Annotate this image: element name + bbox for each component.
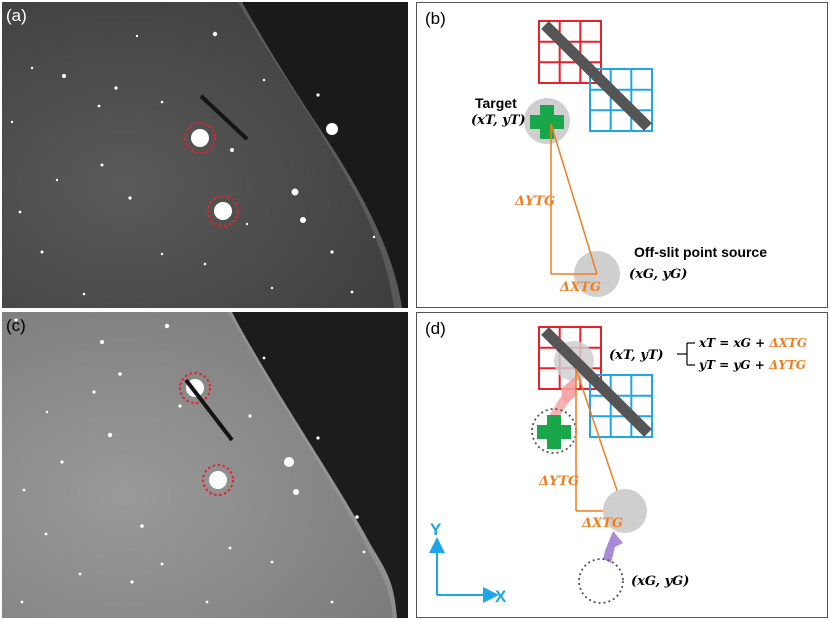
axis-y-label: Y bbox=[430, 520, 442, 539]
source-ring-c bbox=[202, 464, 234, 496]
target-ring-a bbox=[184, 122, 216, 154]
source-star-a bbox=[214, 202, 232, 220]
source-title-b: Off-slit point source bbox=[634, 244, 767, 260]
slit-c bbox=[184, 378, 234, 442]
target-title-b: Target bbox=[475, 95, 517, 111]
target-coords-b: (xT, yT) bbox=[471, 113, 526, 128]
offset-triangle-b bbox=[550, 123, 598, 275]
xy-axes bbox=[429, 537, 499, 603]
source-ring-a bbox=[207, 195, 239, 227]
source-disk-d bbox=[603, 489, 647, 533]
panel-c-photo: (c) bbox=[2, 312, 408, 618]
slit-a bbox=[199, 94, 249, 141]
equation-x: xT = xG + ΔXTG bbox=[698, 336, 807, 350]
panel-d-schematic: (xT, yT) xT = xG + ΔXTG yT = yG + ΔYTG Δ… bbox=[416, 312, 828, 618]
blue-grid bbox=[589, 68, 653, 132]
slit-bar-b bbox=[541, 21, 652, 131]
panel-a-label: (a) bbox=[6, 6, 27, 25]
panel-b-drawing: Target (xT, yT) ΔYTG ΔXTG Off-slit point… bbox=[471, 20, 767, 297]
panel-a-photo: (a) bbox=[2, 2, 408, 308]
panel-d-label: (d) bbox=[425, 319, 446, 338]
target-star-a bbox=[191, 129, 209, 147]
panel-d-drawing: (xT, yT) xT = xG + ΔXTG yT = yG + ΔYTG Δ… bbox=[429, 326, 807, 606]
red-grid bbox=[538, 20, 602, 84]
equation-y: yT = yG + ΔYTG bbox=[698, 358, 806, 372]
panel-b-label: (b) bbox=[425, 9, 446, 28]
source-coords-d: (xG, yG) bbox=[631, 574, 689, 589]
panel-a-starfield bbox=[2, 2, 408, 308]
blue-grid-d bbox=[589, 374, 653, 438]
bright-star-c bbox=[284, 457, 294, 467]
target-ring-c bbox=[179, 372, 211, 404]
dy-label-b: ΔYTG bbox=[514, 194, 555, 209]
source-coords-b: (xG, yG) bbox=[629, 267, 687, 282]
dx-label-b: ΔXTG bbox=[559, 280, 601, 295]
target-coords-d: (xT, yT) bbox=[609, 348, 664, 363]
bright-star-a bbox=[326, 123, 338, 135]
equation-bracket bbox=[677, 342, 695, 366]
axis-x-label: X bbox=[495, 587, 507, 606]
target-cross-d bbox=[537, 415, 571, 449]
panel-b-schematic: Target (xT, yT) ΔYTG ΔXTG Off-slit point… bbox=[416, 2, 828, 308]
panel-c-label: (c) bbox=[6, 316, 26, 335]
dy-label-d: ΔYTG bbox=[538, 474, 579, 489]
dx-label-d: ΔXTG bbox=[581, 516, 623, 531]
move-arrow-purple bbox=[603, 531, 623, 563]
source-star-c bbox=[209, 471, 227, 489]
original-source-ring-d bbox=[578, 558, 624, 604]
slit-bar-d bbox=[541, 327, 652, 437]
panel-c-starfield bbox=[2, 312, 408, 618]
